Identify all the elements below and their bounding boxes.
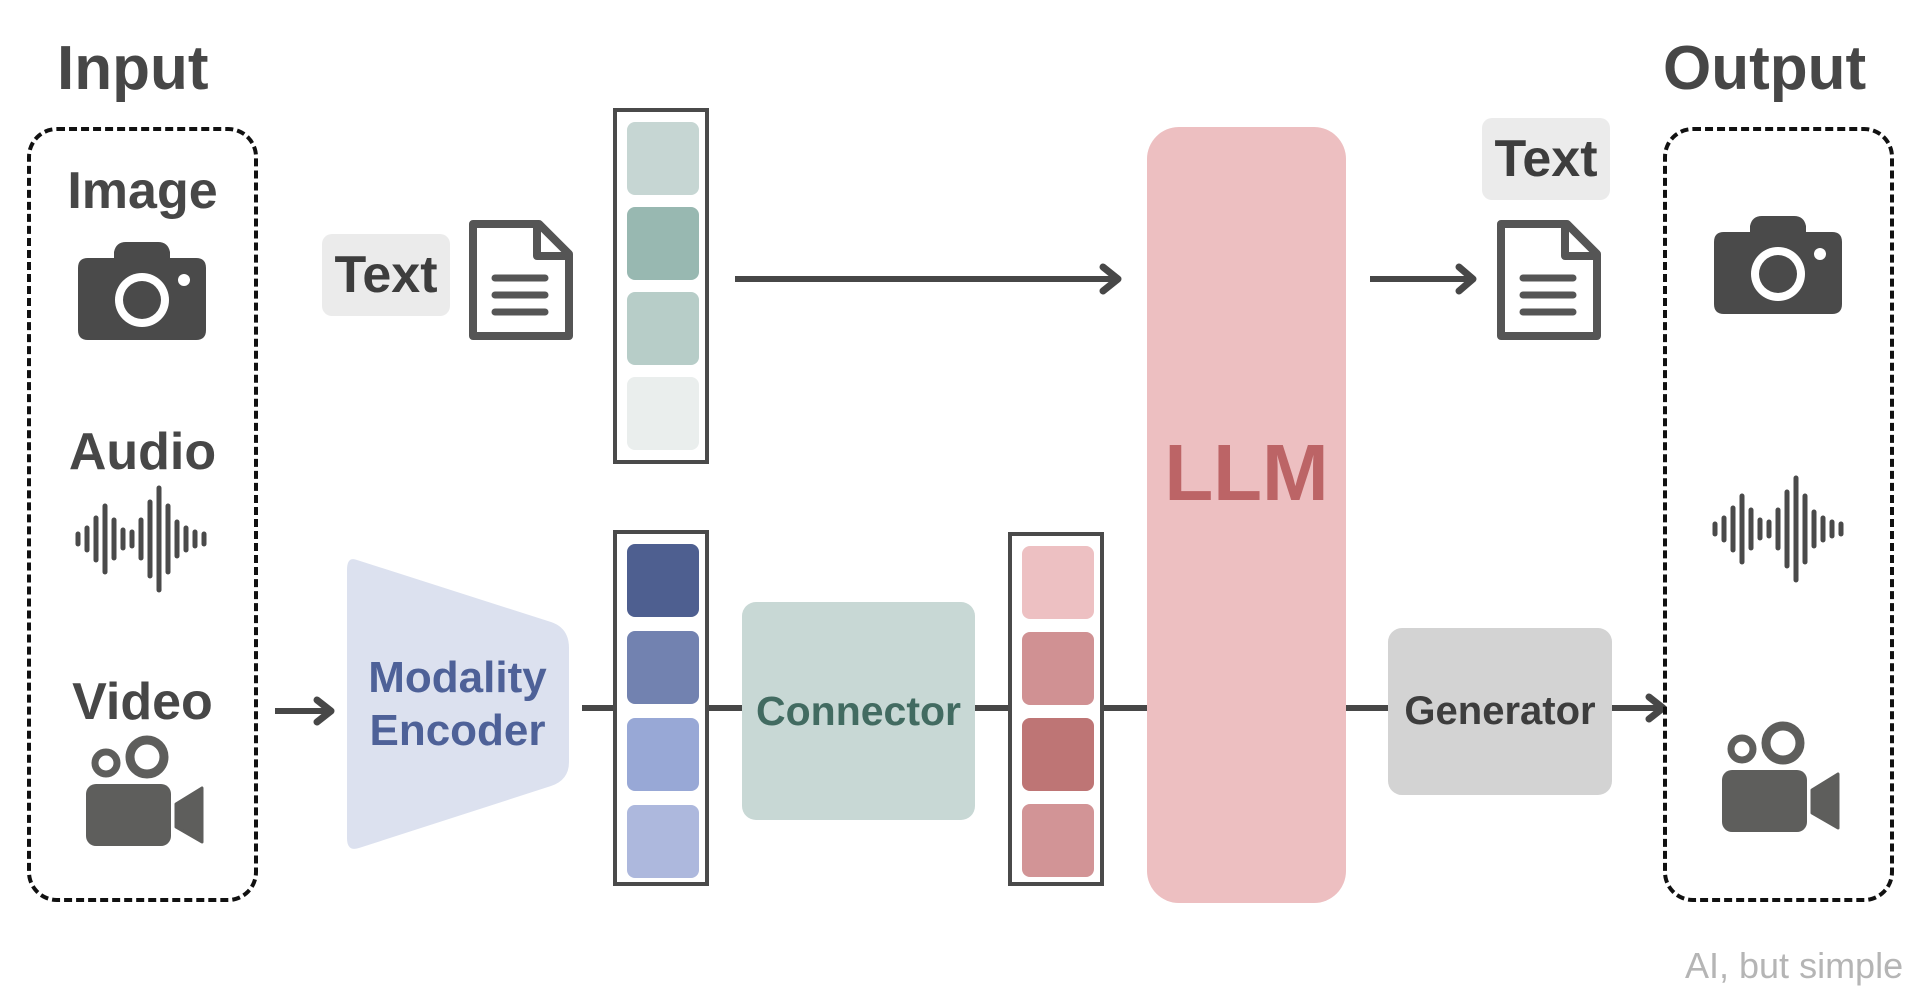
encoder-token-1 — [627, 544, 699, 617]
connector-line-llm-to-generator — [1346, 705, 1388, 711]
encoder-token-4 — [627, 805, 699, 878]
projected-token-vector — [1008, 532, 1104, 886]
encoder-token-2 — [627, 631, 699, 704]
projected-token-4 — [1022, 804, 1094, 877]
input-label-video: Video — [72, 673, 213, 731]
connector-line-tokens-to-llm — [1104, 705, 1147, 711]
connector-block: Connector — [742, 602, 975, 820]
generator-label: Generator — [1404, 689, 1596, 733]
document-icon — [469, 220, 573, 340]
text-token-4 — [627, 377, 699, 450]
arrow-llm-to-text — [1370, 263, 1477, 295]
generator-block: Generator — [1388, 628, 1612, 795]
document-icon — [1497, 220, 1601, 340]
text-token-3 — [627, 292, 699, 365]
text-output-label: Text — [1482, 118, 1610, 200]
connector-line-connector-to-tokens — [975, 705, 1008, 711]
connector-label: Connector — [756, 687, 961, 734]
llm-block: LLM — [1147, 127, 1346, 903]
modality-encoder-label-line2: Encoder — [369, 706, 546, 755]
encoder-token-3 — [627, 718, 699, 791]
modality-encoder-shape — [347, 559, 569, 849]
projected-token-2 — [1022, 632, 1094, 705]
llm-label: LLM — [1164, 428, 1329, 517]
projected-token-3 — [1022, 718, 1094, 791]
input-heading: Input — [57, 34, 209, 103]
connector-line-encoder-to-tokens — [582, 705, 613, 711]
output-modalities-box — [1663, 127, 1894, 902]
input-modalities-box — [27, 127, 258, 902]
input-label-audio: Audio — [68, 423, 217, 481]
camera-icon — [1714, 216, 1842, 314]
waveform-icon — [1712, 475, 1844, 583]
video-camera-icon — [1722, 721, 1840, 832]
video-camera-icon — [86, 735, 204, 846]
text-input-label: Text — [322, 234, 450, 316]
encoder-token-vector — [613, 530, 709, 886]
connector-line-tokens-to-connector — [709, 705, 742, 711]
arrow-text-to-llm — [735, 263, 1122, 295]
arrow-input-to-encoder — [275, 696, 335, 726]
modality-encoder: Modality Encoder — [345, 640, 570, 770]
modality-encoder-label-line1: Modality — [368, 653, 547, 703]
watermark: AI, but simple — [1685, 945, 1904, 986]
output-heading: Output — [1663, 34, 1867, 103]
text-token-1 — [627, 122, 699, 195]
waveform-icon — [75, 485, 207, 593]
text-token-vector — [613, 108, 709, 464]
text-token-2 — [627, 207, 699, 280]
camera-icon — [78, 242, 206, 340]
arrow-generator-to-output — [1612, 693, 1667, 723]
projected-token-1 — [1022, 546, 1094, 619]
input-label-image: Image — [67, 162, 218, 220]
